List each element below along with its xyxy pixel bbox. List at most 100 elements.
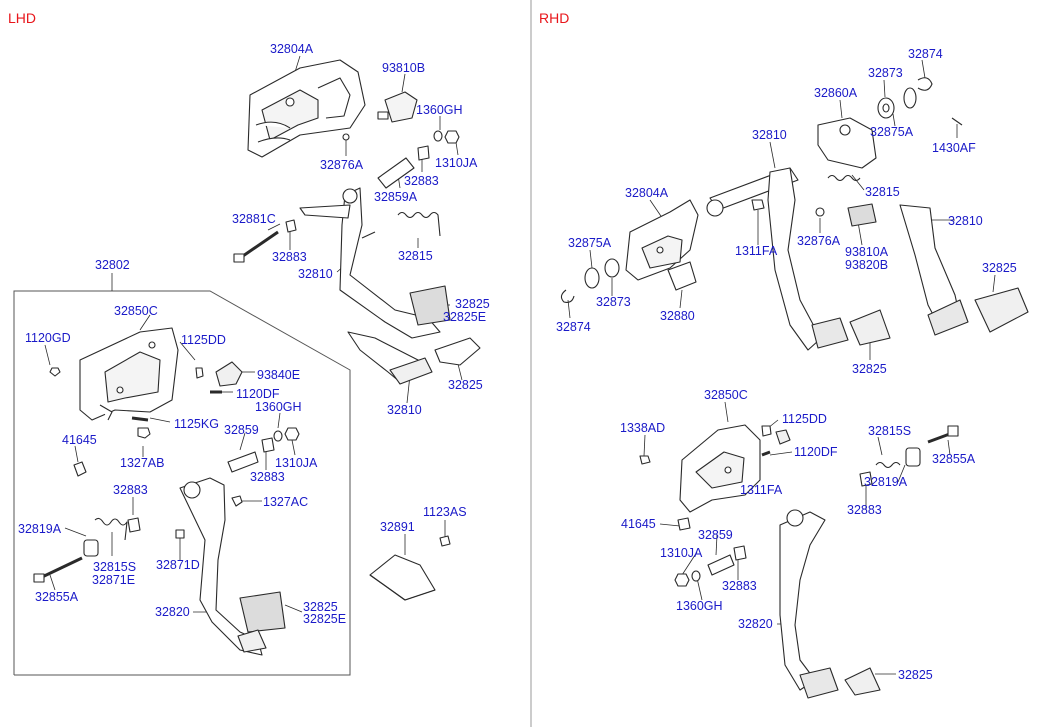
- bolt-1125dd-drawing: [195, 367, 204, 379]
- part-label: 32855A: [932, 452, 976, 466]
- part-label: 32802: [95, 258, 130, 272]
- part-label: 32825: [852, 362, 887, 376]
- part-label: 41645: [62, 433, 97, 447]
- collar-32819a-b-drawing: [905, 447, 921, 467]
- part-label: 32850C: [704, 388, 748, 402]
- part-1120df-b-drawing: [775, 429, 791, 445]
- part-label: 1311FA: [740, 483, 783, 497]
- part-label: 32883: [847, 503, 882, 517]
- part-label: 32825: [455, 297, 490, 311]
- ring-32875a-b-drawing: [584, 267, 600, 289]
- part-label: 32815S: [93, 560, 136, 574]
- part-label: 32825: [982, 261, 1017, 275]
- washer-1360gh-drawing: [433, 130, 443, 142]
- part-label: 93820B: [845, 258, 888, 272]
- part-label: 32875A: [568, 236, 612, 250]
- part-label: 32883: [250, 470, 285, 484]
- spring-32815-b-drawing: [827, 174, 861, 182]
- part-label: 32891: [380, 520, 415, 534]
- bush-32873-b-drawing: [604, 258, 620, 278]
- collar-32819a-drawing: [83, 539, 99, 557]
- part-label: 1310JA: [275, 456, 318, 470]
- part-label: 32815: [398, 249, 433, 263]
- bolt-1120df-c-drawing: [761, 450, 771, 457]
- part-label: 32820: [155, 605, 190, 619]
- pad-32825-e-drawing: [849, 309, 891, 346]
- part-label: 32825: [303, 600, 338, 614]
- part-label: 32871E: [92, 573, 135, 587]
- part-label: 93810A: [845, 245, 889, 259]
- stopper-32876a-drawing: [342, 133, 350, 141]
- bolt-1125dd-b-drawing: [761, 425, 772, 437]
- part-label: 32810: [752, 128, 787, 142]
- bolt-32881c-drawing: [233, 219, 297, 263]
- part-label: 1125DD: [782, 412, 827, 426]
- part-label: 32883: [404, 174, 439, 188]
- part-label: 1120DF: [236, 387, 280, 401]
- part-label: 32871D: [156, 558, 200, 572]
- switch-93840e-drawing: [215, 361, 243, 387]
- part-label: 32876A: [320, 158, 364, 172]
- section-label-lhd: LHD: [8, 10, 37, 26]
- part-label: 32825E: [303, 612, 346, 626]
- bracket-32860a-drawing: [817, 117, 877, 169]
- part-label: 1360GH: [416, 103, 463, 117]
- nut-1338ad-drawing: [639, 455, 651, 465]
- part-32871d-drawing: [175, 529, 185, 539]
- part-label: 1430AF: [932, 141, 976, 155]
- pin-1430af-drawing: [951, 117, 963, 126]
- bush-32883-d-drawing: [127, 517, 141, 533]
- clip-41645-b-drawing: [677, 517, 691, 531]
- section-label-rhd: RHD: [539, 10, 570, 26]
- clutch-pedal-32810-drawing: [347, 331, 433, 385]
- pad-32891-drawing: [369, 554, 436, 601]
- part-label: 32883: [722, 579, 757, 593]
- part-label: 32859: [698, 528, 733, 542]
- part-label: 32883: [272, 250, 307, 264]
- bush-32873-drawing: [877, 97, 895, 119]
- part-label: 32820: [738, 617, 773, 631]
- nut-1310ja-b-drawing: [284, 427, 300, 441]
- bracket-32804a-b-drawing: [625, 199, 699, 281]
- part-label: 1123AS: [423, 505, 467, 519]
- part-label: 32819A: [18, 522, 62, 536]
- part-label: 32815: [865, 185, 900, 199]
- part-label: 32883: [113, 483, 148, 497]
- nut-1327ab-drawing: [137, 427, 151, 439]
- part-label: 32874: [908, 47, 943, 61]
- part-label: 1125DD: [181, 333, 226, 347]
- sub-assembly-frame: [13, 290, 351, 676]
- bush-32883-drawing: [417, 145, 430, 161]
- bracket-32850c-drawing: [79, 327, 179, 421]
- part-label: 1360GH: [676, 599, 723, 613]
- bush-32883-e-drawing: [859, 471, 873, 487]
- pedal-32820-drawing: [179, 477, 286, 656]
- part-label: 32810: [948, 214, 983, 228]
- part-label: 1120GD: [25, 331, 71, 345]
- part-label: 32825: [898, 668, 933, 682]
- part-label: 32880: [660, 309, 695, 323]
- bush-32883-c-drawing: [261, 437, 275, 453]
- clip-32874-drawing: [917, 77, 933, 91]
- part-label: 32804A: [625, 186, 669, 200]
- pin-32859-drawing: [227, 451, 259, 473]
- pad-32825-drawing: [434, 337, 481, 366]
- ring-32875a-drawing: [903, 87, 917, 109]
- part-label: 32850C: [114, 304, 158, 318]
- part-label: 1311FA: [735, 244, 778, 258]
- part-label: 32859A: [374, 190, 418, 204]
- clip-41645-drawing: [73, 461, 87, 477]
- washer-1360gh-b-drawing: [273, 430, 283, 442]
- part-label: 1360GH: [255, 400, 302, 414]
- part-label: 1125KG: [174, 417, 219, 431]
- part-label: 1310JA: [660, 546, 703, 560]
- bolt-32855a-drawing: [33, 556, 83, 583]
- part-label: 32825E: [443, 310, 486, 324]
- nut-1310ja-c-drawing: [674, 573, 690, 587]
- part-label: 32819A: [864, 475, 908, 489]
- pad-32825-d-drawing: [974, 287, 1029, 333]
- bush-32883-f-drawing: [733, 545, 747, 561]
- part-label: 32825: [448, 378, 483, 392]
- part-label: 32876A: [797, 234, 841, 248]
- spring-32815s-b-drawing: [875, 461, 901, 469]
